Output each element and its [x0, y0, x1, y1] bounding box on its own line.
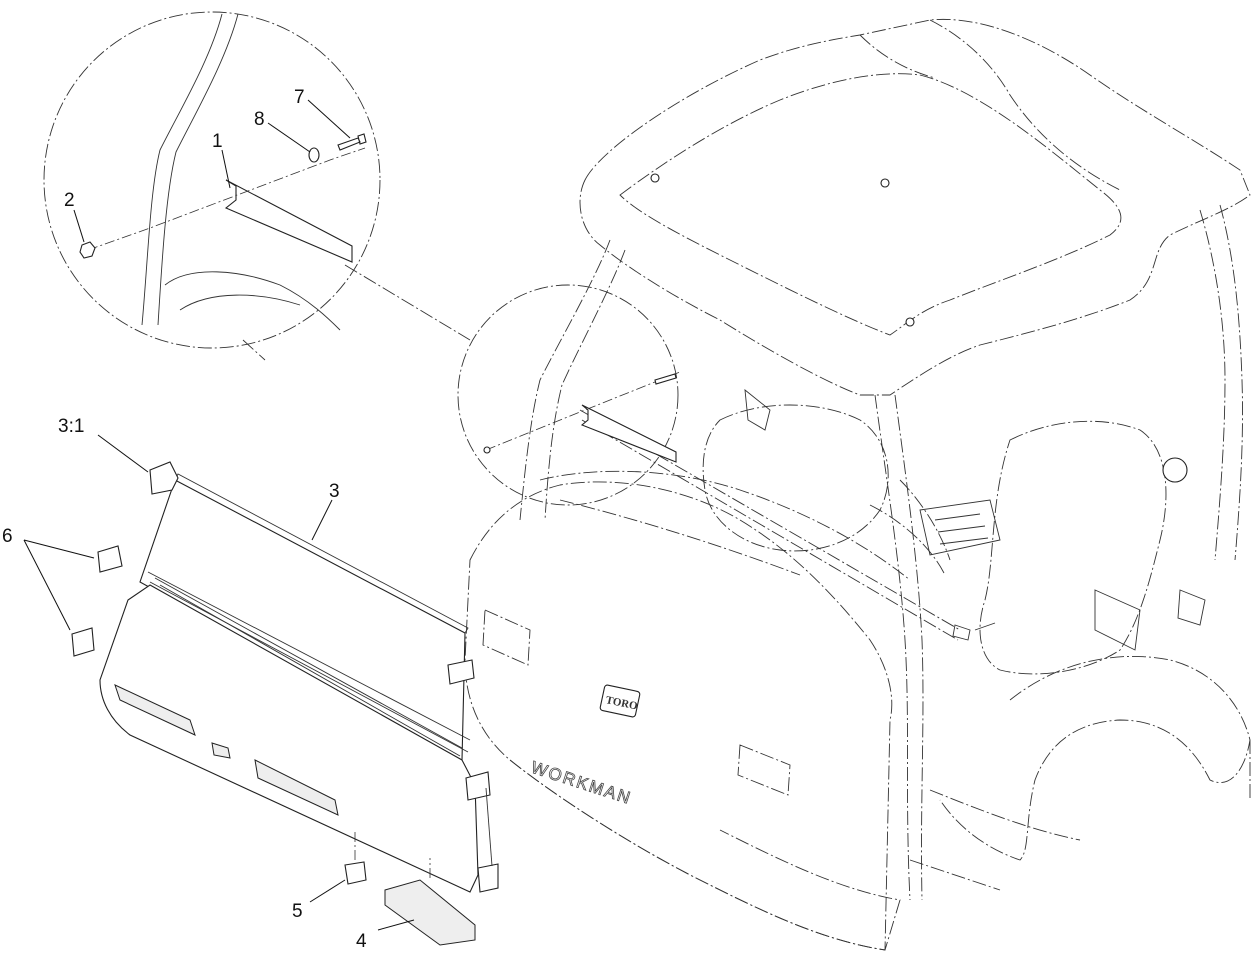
- bracket-rear-lower: [1177, 589, 1206, 626]
- rear-fender: [939, 655, 1251, 861]
- part-5-clip: [344, 861, 367, 885]
- part-4-bracket: [384, 879, 476, 946]
- callout-5: 5: [292, 901, 303, 922]
- detail-circle-small: [457, 284, 679, 506]
- leader-4: [377, 919, 415, 931]
- callout-7: 7: [294, 87, 305, 108]
- clip-center: [211, 742, 231, 759]
- vent-slot-left: [114, 684, 196, 736]
- detail-small-bolt: [654, 373, 677, 385]
- part-6-clip-upper: [97, 545, 123, 573]
- leader-6a: [23, 539, 95, 559]
- leader-1: [221, 149, 231, 189]
- upper-panel-bottom-lip: [147, 571, 471, 753]
- model-name-text: WORKMAN: [529, 758, 634, 808]
- leader-lines: [23, 99, 415, 931]
- callout-3: 3: [329, 481, 340, 502]
- rear-light: [1162, 457, 1188, 483]
- vehicle-details: TORO WORKMAN: [528, 173, 1206, 809]
- rops-tube-rear: [1199, 204, 1243, 561]
- vehicle-phantom-outline: [464, 18, 1251, 951]
- part-7-bolt: [337, 133, 367, 151]
- roof-fastener-1: [650, 173, 660, 183]
- latch-bracket-rear: [1094, 589, 1141, 651]
- seat-right: [979, 420, 1167, 675]
- leader-6b: [23, 539, 71, 631]
- part-3-1-clip: [149, 461, 179, 495]
- connector-line-upper: [344, 264, 471, 341]
- rops-tube-left: [519, 239, 626, 521]
- rops-tube-right: [874, 394, 924, 901]
- part-8-washer: [308, 147, 320, 163]
- hood-body: [464, 481, 893, 951]
- hinge-rod: [485, 787, 493, 867]
- detail-small-frame-lip: [580, 404, 677, 463]
- gear-shift-plate: [919, 499, 1001, 556]
- bracket-right-mount: [952, 622, 996, 641]
- brand-badge: [599, 684, 641, 718]
- callout-8: 8: [254, 109, 265, 130]
- leader-8: [267, 122, 311, 153]
- canopy-ridge: [859, 19, 1121, 191]
- roof-fastener-2: [880, 178, 890, 188]
- part-2-nut: [79, 241, 96, 259]
- front-bumper: [509, 759, 901, 951]
- callout-labels: 1 2 3 3:1 4 5 6 7 8: [2, 87, 367, 952]
- dash-panel: [539, 470, 911, 581]
- part-3-windshield-lower: [99, 584, 479, 893]
- callout-6: 6: [2, 526, 13, 547]
- detail-view-large: [43, 11, 381, 349]
- seat-left: [702, 404, 889, 552]
- hood-grille-panel: [482, 609, 531, 666]
- detail-fastener-axis: [87, 147, 366, 251]
- detail-rops-tube: [141, 13, 239, 326]
- leader-7: [307, 99, 351, 139]
- mounting-bracket: [744, 388, 771, 431]
- leader-3-1: [97, 434, 149, 473]
- part-6-clip-lower: [71, 627, 95, 657]
- canopy-inner: [619, 73, 1122, 336]
- roof-fastener-3: [905, 317, 915, 327]
- windshield-assembly: [71, 461, 499, 946]
- steering-column: [869, 479, 951, 576]
- callout-4: 4: [356, 931, 367, 952]
- hinge-clip-middle: [465, 771, 491, 801]
- hood-lamp-right: [737, 744, 791, 796]
- detail-circle-large: [43, 11, 381, 349]
- leader-3: [311, 499, 333, 541]
- hinge-clip-lower: [477, 863, 499, 893]
- leader-5: [309, 879, 346, 903]
- detail-dash-edge: [164, 271, 341, 331]
- hinge-clip-upper: [447, 659, 475, 685]
- detail-view-small: [457, 284, 681, 506]
- lower-panel-trim: [154, 577, 463, 757]
- leader-2: [73, 209, 85, 243]
- callout-3-1: 3:1: [58, 416, 84, 437]
- callout-2: 2: [64, 190, 75, 211]
- callout-1: 1: [212, 131, 223, 152]
- floor-line: [909, 789, 1081, 891]
- vent-slot-right: [254, 759, 339, 816]
- connector-line-lower: [242, 339, 266, 361]
- detail-small-nut: [483, 446, 491, 454]
- canopy-roof: [579, 18, 1251, 396]
- detail-small-axis: [485, 371, 681, 451]
- detail-window-frame-lip: [224, 179, 353, 263]
